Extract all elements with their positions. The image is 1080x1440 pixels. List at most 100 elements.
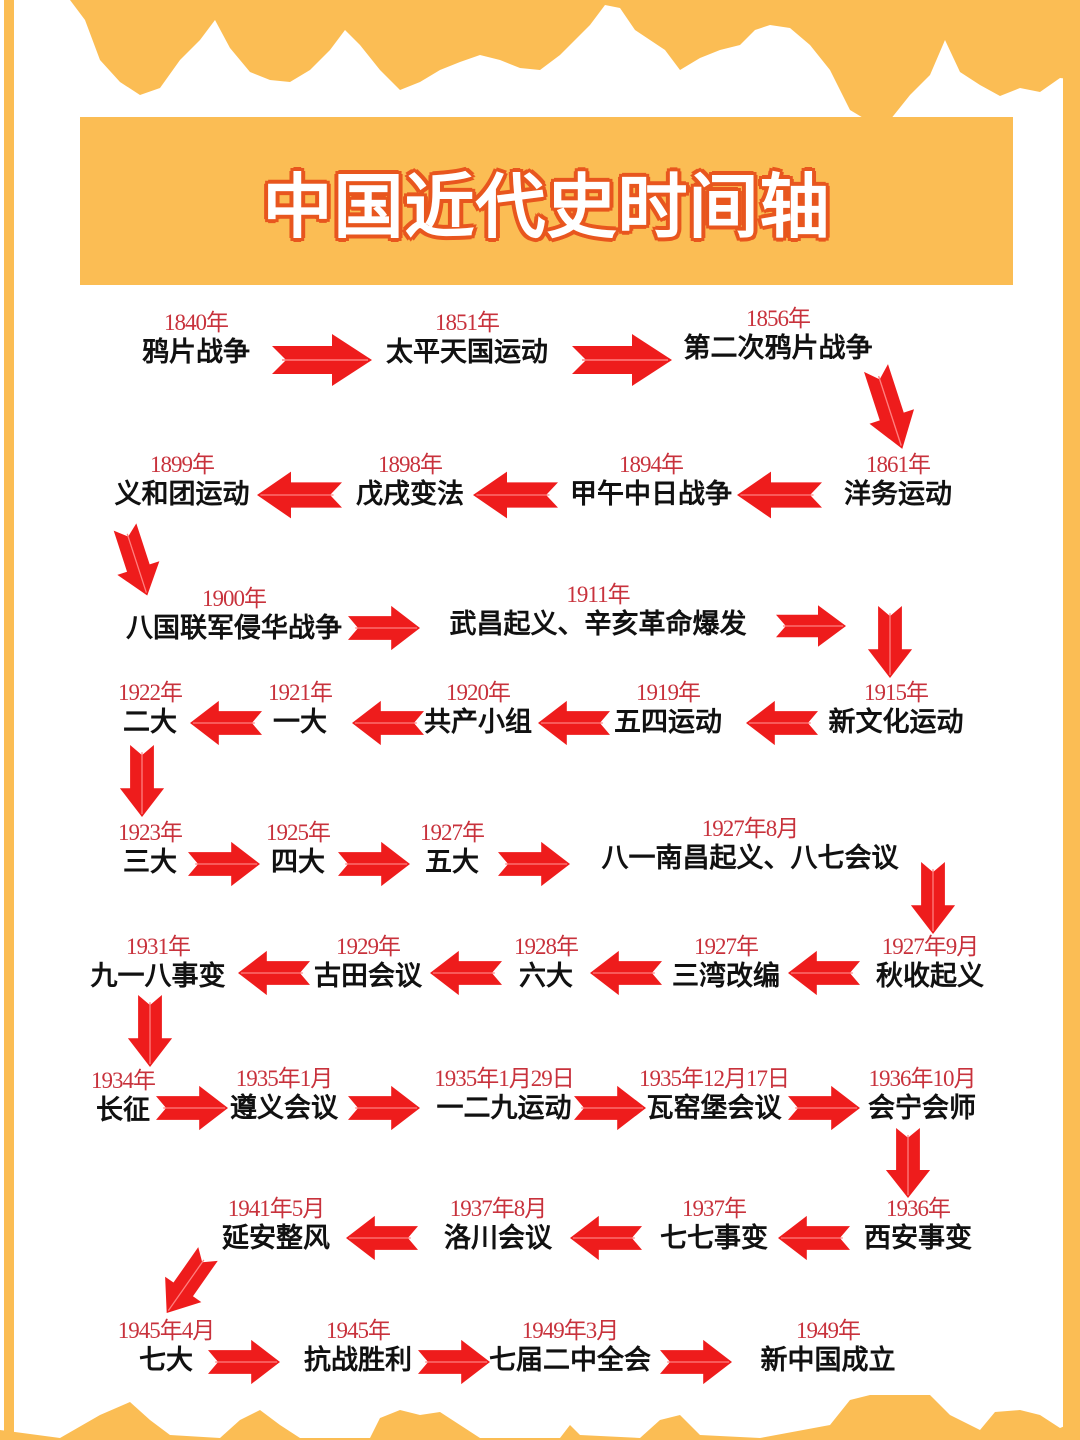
node-date: 1856年 <box>746 306 811 331</box>
node-event: 四大 <box>271 847 325 878</box>
node-event: 新中国成立 <box>760 1345 896 1376</box>
node-date: 1927年 <box>420 820 485 845</box>
timeline-node: 1927年五大 <box>420 820 485 880</box>
timeline-node: 1928年六大 <box>514 934 579 994</box>
timeline-node: 1898年戊戌变法 <box>356 452 464 512</box>
arrow-left-icon <box>256 470 343 520</box>
node-date: 1935年1月29日 <box>434 1066 574 1091</box>
timeline-node: 1927年三湾改编 <box>672 934 780 994</box>
torn-paper-bottom-edge <box>0 1395 1080 1440</box>
arrow-right-icon <box>497 841 571 887</box>
node-event: 义和团运动 <box>114 479 250 510</box>
node-event: 古田会议 <box>314 961 422 992</box>
timeline-node: 1923年三大 <box>118 820 183 880</box>
timeline-node: 1949年3月七届二中全会 <box>489 1318 651 1378</box>
arrow-right-icon <box>347 605 421 651</box>
node-event: 洋务运动 <box>844 479 952 510</box>
timeline-node: 1894年甲午中日战争 <box>570 452 732 512</box>
timeline-node: 1911年武昌起义、辛亥革命爆发 <box>450 582 747 642</box>
arrow-down-icon <box>127 994 173 1068</box>
timeline-node: 1922年二大 <box>118 680 183 740</box>
node-event: 会宁会师 <box>868 1093 976 1124</box>
node-date: 1945年4月 <box>117 1318 215 1343</box>
arrow-down-icon <box>119 744 165 818</box>
timeline-node: 1919年五四运动 <box>614 680 722 740</box>
timeline-node: 1921年一大 <box>268 680 333 740</box>
timeline-node: 1935年12月17日瓦窑堡会议 <box>639 1066 790 1126</box>
arrow-right-icon <box>571 333 673 387</box>
node-event: 戊戌变法 <box>356 479 464 510</box>
timeline-node: 1927年8月八一南昌起义、八七会议 <box>602 816 899 876</box>
node-date: 1935年1月 <box>235 1066 334 1091</box>
node-date: 1931年 <box>126 934 191 959</box>
node-event: 新文化运动 <box>828 707 964 738</box>
timeline-node: 1934年长征 <box>91 1068 156 1128</box>
node-event: 九一八事变 <box>90 961 226 992</box>
node-event: 八国联军侵华战争 <box>126 613 342 644</box>
node-date: 1911年 <box>566 582 630 607</box>
timeline-node: 1856年第二次鸦片战争 <box>684 306 873 366</box>
node-date: 1922年 <box>118 680 183 705</box>
node-date: 1898年 <box>378 452 443 477</box>
node-event: 太平天国运动 <box>386 337 548 368</box>
node-date: 1851年 <box>435 310 500 335</box>
node-date: 1941年5月 <box>227 1196 326 1221</box>
arrow-down-icon <box>885 1127 931 1199</box>
timeline-node: 1929年古田会议 <box>314 934 422 994</box>
node-date: 1935年12月17日 <box>639 1066 790 1091</box>
node-event: 秋收起义 <box>876 961 984 992</box>
node-event: 三湾改编 <box>672 961 780 992</box>
timeline-node: 1851年太平天国运动 <box>386 310 548 370</box>
arrow-left-icon <box>777 1215 851 1261</box>
arrow-left-icon <box>745 700 819 746</box>
node-date: 1921年 <box>268 680 333 705</box>
arrow-left-icon <box>589 950 663 996</box>
node-event: 延安整风 <box>222 1223 330 1254</box>
arrow-down-icon <box>853 360 926 457</box>
frame-left-border <box>4 0 14 1440</box>
node-date: 1915年 <box>864 680 929 705</box>
node-event: 七届二中全会 <box>489 1345 651 1376</box>
node-event: 武昌起义、辛亥革命爆发 <box>449 609 747 640</box>
page-title: 中国近代史时间轴 <box>261 164 831 249</box>
arrow-right-icon <box>573 1085 647 1131</box>
arrow-right-icon <box>337 841 411 887</box>
node-date: 1937年 <box>682 1196 747 1221</box>
node-event: 五大 <box>425 847 479 878</box>
node-event: 一大 <box>273 707 327 738</box>
node-date: 1900年 <box>202 586 267 611</box>
timeline-node: 1925年四大 <box>266 820 331 880</box>
arrow-right-icon <box>417 1339 491 1385</box>
node-event: 八一南昌起义、八七会议 <box>601 843 899 874</box>
node-date: 1840年 <box>164 310 229 335</box>
node-event: 一二九运动 <box>436 1093 572 1124</box>
timeline-node: 1900年八国联军侵华战争 <box>126 586 342 646</box>
timeline-node: 1949年新中国成立 <box>761 1318 896 1378</box>
node-event: 抗战胜利 <box>304 1345 412 1376</box>
node-date: 1949年3月 <box>521 1318 620 1343</box>
arrow-right-icon <box>659 1339 733 1385</box>
node-date: 1925年 <box>266 820 331 845</box>
arrow-left-icon <box>537 700 611 746</box>
timeline-node: 1937年七七事变 <box>660 1196 768 1256</box>
arrow-right-icon <box>775 604 847 648</box>
node-date: 1936年10月 <box>868 1066 977 1091</box>
node-date: 1949年 <box>796 1318 861 1343</box>
node-event: 七七事变 <box>660 1223 768 1254</box>
node-event: 长征 <box>96 1095 150 1126</box>
node-event: 鸦片战争 <box>142 337 250 368</box>
node-event: 五四运动 <box>614 707 722 738</box>
node-event: 七大 <box>139 1345 193 1376</box>
timeline-node: 1935年1月29日一二九运动 <box>434 1066 574 1126</box>
node-date: 1899年 <box>150 452 215 477</box>
node-date: 1927年8月 <box>701 816 800 841</box>
arrow-left-icon <box>189 700 263 746</box>
timeline-node: 1861年洋务运动 <box>844 452 952 512</box>
timeline-node: 1899年义和团运动 <box>115 452 250 512</box>
node-date: 1937年8月 <box>449 1196 548 1221</box>
node-date: 1923年 <box>118 820 183 845</box>
node-event: 遵义会议 <box>230 1093 338 1124</box>
timeline-node: 1927年9月秋收起义 <box>876 934 984 994</box>
title-banner: 中国近代史时间轴 <box>80 117 1013 285</box>
node-event: 共产小组 <box>424 707 532 738</box>
